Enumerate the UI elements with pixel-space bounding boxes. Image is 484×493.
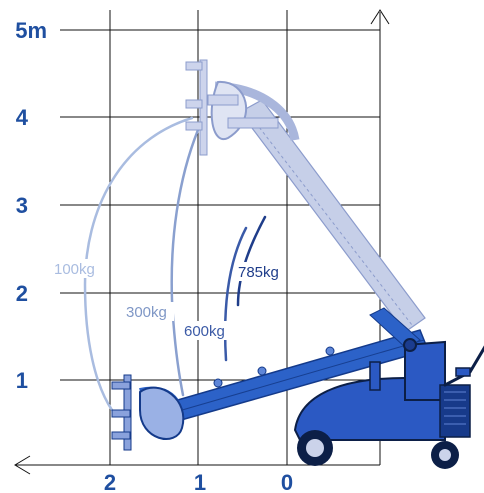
- x-tick-label-0: 0: [281, 470, 293, 493]
- curve-600kg: [223, 226, 248, 362]
- curve-label-785kg: 785kg: [238, 264, 279, 281]
- load-curve-labels: 100kg 300kg 600kg 785kg: [52, 259, 286, 340]
- boom-raised: [185, 59, 426, 333]
- curve-label-600kg: 600kg: [184, 323, 225, 340]
- battery-pack: [439, 384, 471, 438]
- y-tick-label-2: 2: [16, 281, 28, 306]
- x-tick-label-2: 2: [104, 470, 116, 493]
- x-axis-arrow-icon: [14, 455, 31, 475]
- y-tick-label-4: 4: [16, 105, 29, 130]
- y-tick-label-3: 3: [16, 193, 28, 218]
- front-wheel-icon: [297, 430, 333, 466]
- curve-label-100kg: 100kg: [54, 261, 95, 278]
- curve-300kg: [170, 128, 200, 397]
- machine-chassis: [293, 338, 484, 469]
- x-tick-label-1: 1: [194, 470, 206, 493]
- tiller-handle-icon: [443, 345, 484, 387]
- y-tick-labels: 5m 4 3 2 1: [15, 18, 47, 393]
- curve-785kg: [236, 215, 267, 307]
- y-axis-arrow-icon: [370, 9, 390, 25]
- y-tick-label-5: 5m: [15, 18, 47, 43]
- boom-lowered: [111, 307, 430, 451]
- x-tick-labels: 2 1 0: [104, 470, 293, 493]
- y-tick-label-1: 1: [16, 368, 28, 393]
- rear-wheel-icon: [431, 441, 459, 469]
- curve-label-300kg: 300kg: [126, 304, 167, 321]
